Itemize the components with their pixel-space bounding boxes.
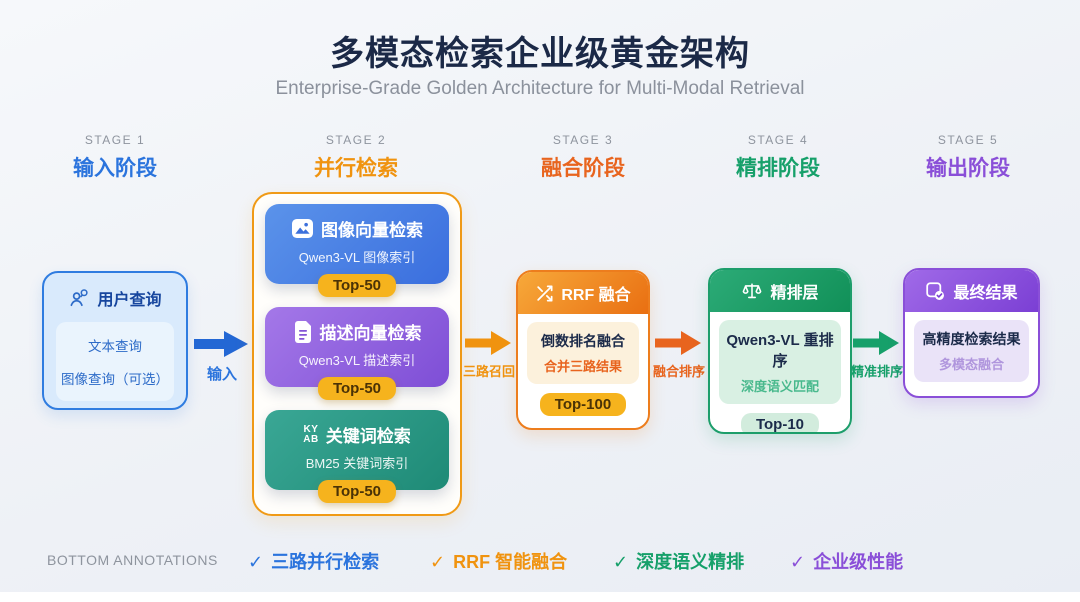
right-arrow-icon bbox=[194, 331, 248, 357]
annotation-parallel-retrieval: ✓ 三路并行检索 bbox=[248, 548, 379, 574]
image-vector-retrieval-card: 图像向量检索 Qwen3-VL 图像索引 Top-50 bbox=[265, 204, 449, 297]
arrow-fusion-sort-label: 融合排序 bbox=[652, 364, 705, 379]
flow-arrow-fusion-sort: 融合排序 bbox=[644, 330, 714, 380]
flow-arrow-recall: 三路召回 bbox=[454, 330, 524, 380]
user-query-header: 用户查询 bbox=[44, 286, 186, 310]
keyword-title: 关键词检索 bbox=[325, 427, 411, 446]
stage4-name: 精排阶段 bbox=[736, 157, 820, 180]
stage5-name: 输出阶段 bbox=[926, 157, 1010, 180]
top100-badge: Top-100 bbox=[539, 393, 627, 416]
final-line1: 高精度检索结果 bbox=[922, 331, 1021, 347]
balance-scale-icon bbox=[741, 280, 763, 302]
arrow-input-label: 输入 bbox=[206, 366, 237, 383]
stage2-name: 并行检索 bbox=[314, 157, 398, 180]
right-arrow-icon bbox=[655, 331, 701, 355]
annotation-text: RRF 智能融合 bbox=[453, 552, 568, 572]
stage3-tag: STAGE 3 bbox=[552, 133, 614, 147]
stage4-label: STAGE 4 精排阶段 bbox=[693, 133, 863, 182]
top10-badge: Top-10 bbox=[740, 413, 820, 432]
top50-badge-description: Top-50 bbox=[317, 377, 397, 400]
image-icon bbox=[291, 218, 314, 239]
final-line2: 多模态融合 bbox=[938, 357, 1004, 372]
kyab-line2: AB bbox=[303, 433, 319, 445]
rerank-layer-title: 精排层 bbox=[770, 285, 819, 302]
parallel-retrieval-container: 图像向量检索 Qwen3-VL 图像索引 Top-50 描述向量检索 Qwen3… bbox=[252, 192, 462, 516]
check-square-icon bbox=[925, 281, 946, 302]
user-query-card: 用户查询 文本查询 图像查询（可选） bbox=[42, 271, 188, 410]
rrf-fusion-card: RRF 融合 倒数排名融合 合并三路结果 Top-100 bbox=[516, 270, 650, 430]
check-icon: ✓ bbox=[430, 552, 446, 572]
right-arrow-icon bbox=[853, 331, 899, 355]
rrf-fusion-header: RRF 融合 bbox=[518, 272, 648, 314]
final-inner-box: 高精度检索结果 多模态融合 bbox=[914, 320, 1029, 382]
document-icon bbox=[293, 320, 313, 343]
top50-badge-image: Top-50 bbox=[317, 274, 397, 297]
description-vector-title-row: 描述向量检索 bbox=[265, 319, 449, 344]
stage2-label: STAGE 2 并行检索 bbox=[271, 133, 441, 182]
final-result-body: 高精度检索结果 多模态融合 bbox=[905, 312, 1038, 382]
stage3-name: 融合阶段 bbox=[541, 157, 625, 180]
stage3-label: STAGE 3 融合阶段 bbox=[498, 133, 668, 182]
description-vector-title: 描述向量检索 bbox=[319, 324, 422, 343]
rerank-inner-box: Qwen3-VL 重排序 深度语义匹配 bbox=[719, 320, 841, 404]
user-query-body: 文本查询 图像查询（可选） bbox=[56, 322, 174, 401]
check-icon: ✓ bbox=[790, 552, 806, 572]
image-vector-subtitle: Qwen3-VL 图像索引 bbox=[298, 250, 416, 265]
annotation-enterprise-performance: ✓ 企业级性能 bbox=[790, 548, 903, 574]
final-result-card: 最终结果 高精度检索结果 多模态融合 bbox=[903, 268, 1040, 398]
bottom-white-strip bbox=[0, 592, 1080, 602]
description-vector-retrieval-card: 描述向量检索 Qwen3-VL 描述索引 Top-50 bbox=[265, 307, 449, 400]
stage1-name: 输入阶段 bbox=[73, 157, 157, 180]
stage5-label: STAGE 5 输出阶段 bbox=[883, 133, 1053, 182]
rrf-fusion-title: RRF 融合 bbox=[561, 287, 631, 304]
arrow-recall-label: 三路召回 bbox=[462, 364, 515, 379]
rrf-fusion-body: 倒数排名融合 合并三路结果 Top-100 bbox=[518, 314, 648, 416]
kyab-line1: KY bbox=[303, 423, 319, 435]
rerank-line2: 深度语义匹配 bbox=[740, 379, 819, 394]
rerank-layer-header: 精排层 bbox=[710, 270, 850, 312]
description-vector-subtitle: Qwen3-VL 描述索引 bbox=[298, 353, 416, 368]
stage5-tag: STAGE 5 bbox=[937, 133, 999, 147]
annotation-text: 企业级性能 bbox=[813, 552, 904, 572]
page-subtitle: Enterprise-Grade Golden Architecture for… bbox=[275, 78, 805, 99]
user-query-title: 用户查询 bbox=[97, 292, 162, 309]
stage1-label: STAGE 1 输入阶段 bbox=[30, 133, 200, 182]
annotation-text: 三路并行检索 bbox=[271, 552, 380, 572]
page-title: 多模态检索企业级黄金架构 bbox=[330, 35, 750, 73]
rrf-inner-box: 倒数排名融合 合并三路结果 bbox=[527, 322, 639, 384]
bottom-annotations-label: BOTTOM ANNOTATIONS bbox=[47, 552, 218, 568]
image-vector-title: 图像向量检索 bbox=[321, 221, 423, 240]
keyword-retrieval-card: KY AB 关键词检索 BM25 关键词索引 Top-50 bbox=[265, 410, 449, 503]
rerank-line1: Qwen3-VL 重排序 bbox=[726, 332, 834, 370]
rrf-line1: 倒数排名融合 bbox=[541, 333, 625, 349]
stage1-tag: STAGE 1 bbox=[84, 133, 146, 147]
query-image-line: 图像查询（可选） bbox=[61, 372, 169, 387]
top50-badge-keyword: Top-50 bbox=[317, 480, 397, 503]
keyword-title-row: KY AB 关键词检索 bbox=[265, 422, 449, 447]
annotation-text: 深度语义精排 bbox=[636, 552, 745, 572]
rrf-line2: 合并三路结果 bbox=[543, 359, 622, 374]
flow-arrow-precise-sort: 精准排序 bbox=[842, 330, 912, 380]
stage4-tag: STAGE 4 bbox=[747, 133, 809, 147]
check-icon: ✓ bbox=[613, 552, 629, 572]
arrow-precise-sort-label: 精准排序 bbox=[850, 364, 903, 379]
flow-arrow-input: 输入 bbox=[187, 330, 257, 384]
keyword-kyab-icon: KY AB bbox=[303, 423, 319, 445]
final-result-title: 最终结果 bbox=[953, 285, 1018, 302]
shuffle-icon bbox=[535, 284, 554, 303]
rerank-layer-body: Qwen3-VL 重排序 深度语义匹配 Top-10 bbox=[710, 312, 850, 432]
stage2-tag: STAGE 2 bbox=[325, 133, 387, 147]
query-text-line: 文本查询 bbox=[88, 339, 142, 354]
user-chat-icon bbox=[68, 287, 91, 310]
check-icon: ✓ bbox=[248, 552, 264, 572]
annotation-rrf-fusion: ✓ RRF 智能融合 bbox=[430, 548, 567, 574]
keyword-subtitle: BM25 关键词索引 bbox=[305, 456, 409, 471]
right-arrow-icon bbox=[465, 331, 511, 355]
final-result-header: 最终结果 bbox=[905, 270, 1038, 312]
rerank-layer-card: 精排层 Qwen3-VL 重排序 深度语义匹配 Top-10 bbox=[708, 268, 852, 434]
image-vector-title-row: 图像向量检索 bbox=[265, 216, 449, 241]
annotation-semantic-rerank: ✓ 深度语义精排 bbox=[613, 548, 744, 574]
